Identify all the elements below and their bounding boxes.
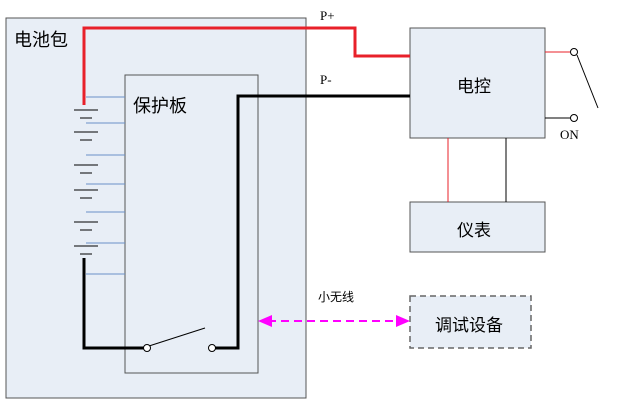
protection-board-box [124,74,259,374]
negative-wire-in [82,258,145,350]
protection-switch [143,327,216,352]
meter-box [409,201,546,253]
controller-label: 电控 [457,77,491,97]
wireless-label: 小无线 [318,290,355,304]
negative-wire-out [214,94,410,350]
battery-pack-label: 电池包 [14,30,68,51]
protection-board-label: 保护板 [133,96,187,117]
positive-wire [82,26,410,105]
battery-cells [74,109,98,255]
debug-device-box [409,295,532,349]
meter-label: 仪表 [457,221,491,241]
controller-box [409,27,546,139]
cell-balance-taps [86,96,125,275]
negative-wire-label: P- [320,72,332,87]
wireless-link [258,315,410,327]
positive-wire-label: P+ [320,8,335,23]
debug-device-label: 调试设备 [435,316,503,336]
power-switch [545,48,599,122]
switch-on-label: ON [560,127,579,142]
